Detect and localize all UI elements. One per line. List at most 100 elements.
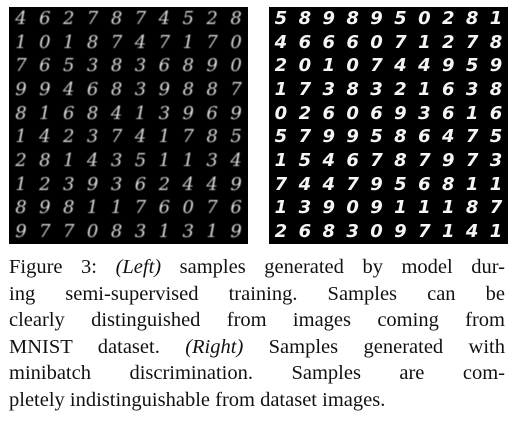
right-digit-sample: 6: [418, 126, 431, 148]
left-digit-sample: 8: [182, 78, 194, 100]
left-digit-sample: 9: [182, 102, 194, 124]
right-digit-sample: 4: [441, 126, 455, 148]
left-digit-sample: 8: [63, 197, 75, 219]
left-tag: (Left): [115, 256, 162, 278]
right-digit-sample: 3: [370, 78, 383, 100]
left-digit-sample: 5: [134, 150, 147, 172]
right-digit-sample: 1: [394, 197, 407, 219]
right-digit-sample: 1: [489, 173, 503, 195]
right-digit-sample: 2: [441, 7, 455, 29]
right-digit-sample: 8: [489, 31, 503, 53]
left-digit-sample: 9: [39, 78, 51, 100]
left-digit-sample: 1: [15, 173, 27, 195]
right-digit-sample: 8: [394, 126, 407, 148]
left-digit-sample: 1: [86, 197, 99, 219]
left-digit-sample: 2: [15, 150, 27, 172]
left-digit-sample: 4: [110, 102, 123, 124]
left-digit-sample: 3: [86, 55, 99, 77]
right-digit-sample: 9: [322, 197, 335, 219]
right-digit-sample: 6: [298, 31, 312, 53]
left-digit-sample: 0: [86, 221, 99, 243]
left-digit-sample: 7: [182, 126, 194, 148]
right-digit-sample: 0: [274, 102, 288, 124]
left-digit-sample: 2: [206, 7, 218, 29]
left-digit-sample: 8: [206, 78, 218, 100]
left-digit-sample: 9: [158, 78, 171, 100]
right-digit-sample: 6: [489, 102, 503, 124]
right-digit-sample: 9: [489, 55, 503, 77]
left-digit-sample: 7: [206, 31, 218, 53]
right-digit-sample: 2: [274, 55, 288, 77]
right-digit-sample: 4: [298, 173, 312, 195]
left-digit-sample: 9: [15, 78, 27, 100]
right-digit-sample: 7: [370, 55, 383, 77]
left-digit-sample: 7: [134, 7, 147, 29]
right-digit-sample: 7: [465, 31, 479, 53]
left-digit-sample: 2: [63, 7, 75, 29]
left-digit-sample: 6: [230, 197, 242, 219]
left-digit-sample: 1: [15, 31, 27, 53]
figure-caption: Figure 3: (Left) samples generated by mo…: [9, 254, 505, 413]
left-digit-sample: 3: [110, 173, 123, 195]
left-digit-sample: 0: [230, 55, 242, 77]
left-digit-sample: 7: [110, 31, 123, 53]
left-digit-sample: 1: [63, 31, 75, 53]
right-digit-sample: 1: [322, 55, 335, 77]
right-digit-sample: 7: [298, 126, 312, 148]
right-digit-sample: 5: [370, 126, 383, 148]
right-digit-sample: 1: [418, 31, 431, 53]
right-digit-sample: 8: [394, 150, 407, 172]
left-digit-sample: 2: [63, 126, 75, 148]
left-digit-sample: 8: [86, 102, 99, 124]
right-digit-sample: 5: [465, 55, 479, 77]
left-digit-sample: 8: [206, 126, 218, 148]
right-digit-sample: 6: [418, 173, 431, 195]
right-digit-sample: 4: [418, 55, 431, 77]
left-digit-sample: 3: [158, 102, 171, 124]
caption-text-4b: Samples generated with: [268, 335, 505, 358]
left-digit-sample: 0: [230, 31, 242, 53]
left-digit-sample: 9: [39, 197, 51, 219]
right-digit-sample: 9: [346, 126, 359, 148]
left-digit-sample: 8: [86, 31, 99, 53]
right-digit-sample: 4: [274, 31, 288, 53]
left-digit-sample: 3: [134, 55, 147, 77]
left-digit-sample: 4: [86, 150, 99, 172]
right-digit-sample: 2: [274, 221, 288, 243]
caption-line-2: ing semi-supervised training. Samples ca…: [9, 282, 505, 305]
right-digit-sample: 5: [298, 150, 312, 172]
right-digit-sample: 8: [346, 78, 359, 100]
right-digit-sample: 8: [465, 7, 479, 29]
left-digit-sample: 4: [15, 7, 27, 29]
left-digit-sample: 4: [39, 126, 51, 148]
right-digit-sample: 7: [370, 150, 383, 172]
left-digit-sample: 9: [206, 55, 218, 77]
left-digit-sample: 1: [134, 102, 147, 124]
caption-line-4: MNIST dataset. (Right) Samples generated…: [9, 334, 505, 361]
right-digit-sample: 1: [274, 78, 288, 100]
right-digit-sample: 8: [298, 7, 312, 29]
left-digit-sample: 7: [134, 197, 147, 219]
right-digit-sample: 6: [346, 150, 359, 172]
left-digit-sample: 4: [134, 126, 147, 148]
left-digit-sample: 1: [158, 150, 171, 172]
left-digit-sample: 4: [63, 78, 75, 100]
right-digit-sample: 7: [394, 31, 407, 53]
right-digit-sample: 6: [298, 221, 312, 243]
right-digit-sample: 9: [394, 221, 407, 243]
right-digit-sample: 8: [489, 78, 503, 100]
left-digit-sample: 8: [110, 7, 123, 29]
right-digit-sample: 1: [489, 7, 503, 29]
left-digit-sample: 8: [39, 150, 51, 172]
left-digit-sample: 3: [86, 126, 99, 148]
left-digit-sample: 5: [230, 126, 242, 148]
right-digit-sample: 7: [418, 221, 431, 243]
right-digit-sample: 1: [418, 78, 431, 100]
right-digit-sample: 2: [298, 102, 312, 124]
left-digit-sample: 8: [15, 102, 27, 124]
right-digit-sample: 3: [489, 150, 503, 172]
left-digit-sample: 8: [110, 78, 123, 100]
right-digit-sample: 8: [346, 7, 359, 29]
left-digit-sample: 8: [182, 55, 194, 77]
